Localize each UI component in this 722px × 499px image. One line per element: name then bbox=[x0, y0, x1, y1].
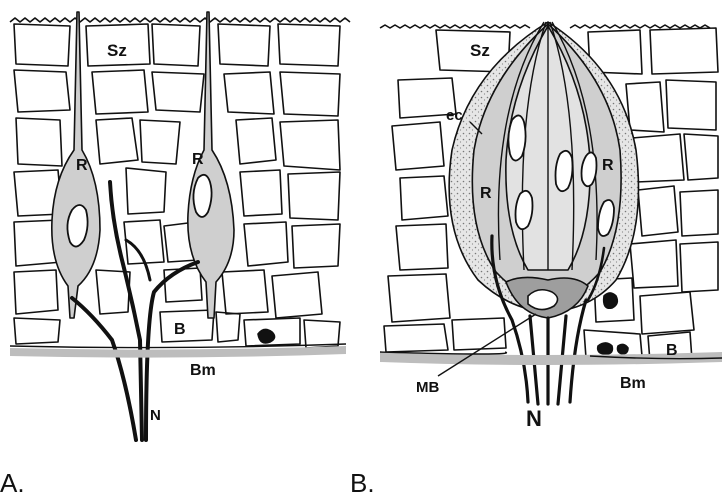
label-r-b-right: R bbox=[602, 157, 614, 174]
panel-caption-b: B. bbox=[350, 468, 375, 499]
receptor-nucleus-right bbox=[193, 175, 211, 217]
label-n-b: N bbox=[526, 406, 542, 431]
label-sz-a: Sz bbox=[107, 41, 127, 60]
epithelium-surface bbox=[10, 18, 350, 22]
label-sz-b: Sz bbox=[470, 41, 490, 60]
label-b-b: B bbox=[666, 342, 678, 359]
panel-caption-a: A. bbox=[0, 468, 25, 499]
label-bm-a: Bm bbox=[190, 362, 216, 379]
label-r-a-right: R bbox=[192, 151, 204, 168]
label-r-a-left: R bbox=[76, 157, 88, 174]
basal-cell-nucleus bbox=[258, 329, 275, 343]
receptor-nucleus-left bbox=[67, 205, 87, 247]
label-bm-b: Bm bbox=[620, 375, 646, 392]
panel-a bbox=[10, 12, 350, 440]
label-b-a: B bbox=[174, 321, 186, 338]
label-ec-b: ec bbox=[446, 107, 463, 124]
label-n-a: N bbox=[150, 407, 161, 424]
label-r-b-left: R bbox=[480, 185, 492, 202]
label-mb-b: MB bbox=[416, 379, 439, 396]
